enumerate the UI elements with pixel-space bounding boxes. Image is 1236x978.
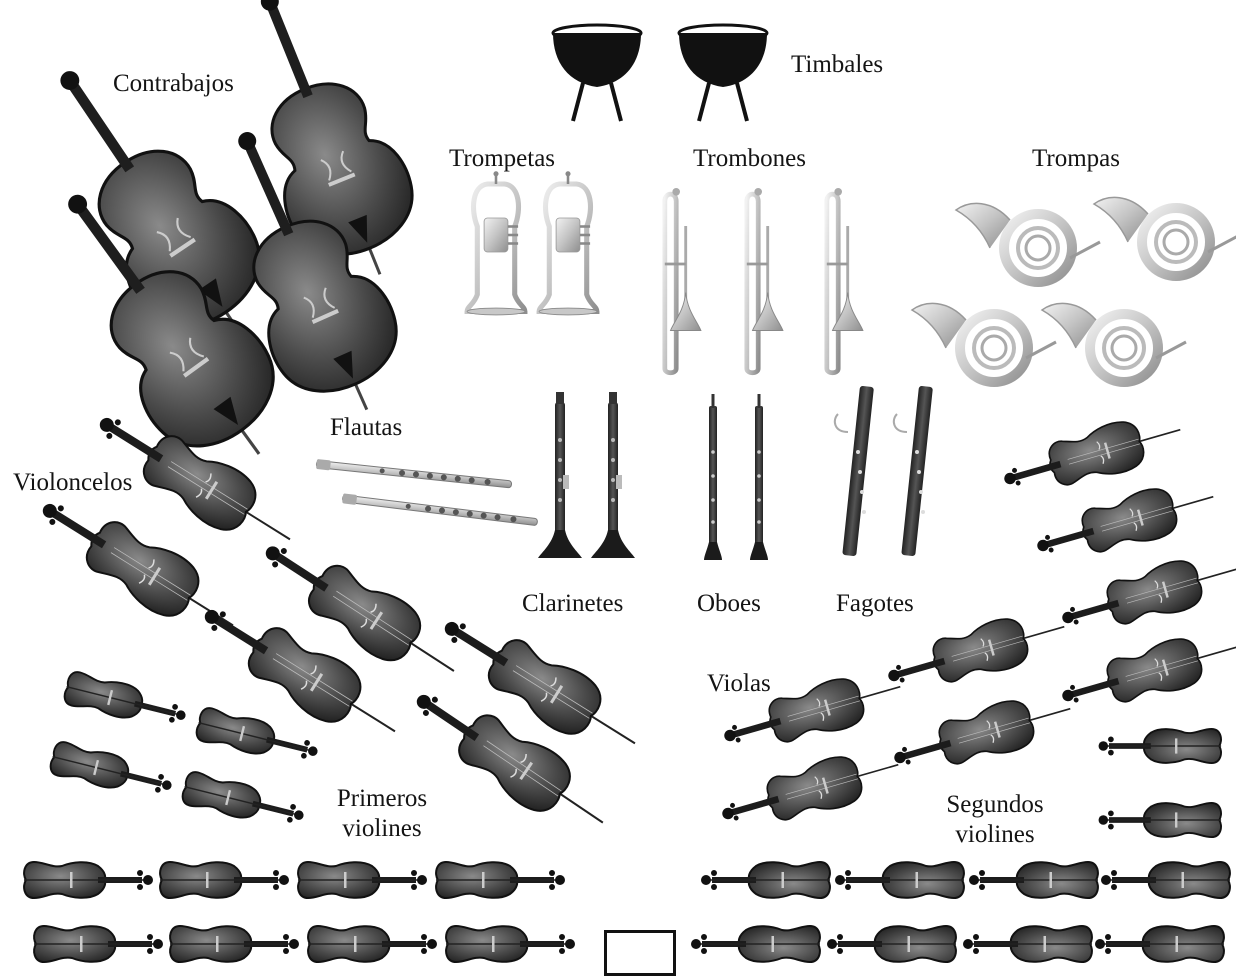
label-primeros-line2: violines: [322, 814, 442, 844]
violin: [691, 926, 820, 962]
label-contrabajos: Contrabajos: [113, 69, 234, 99]
violin: [1099, 729, 1222, 763]
flute: [316, 459, 512, 489]
horn-group: [912, 197, 1236, 382]
label-segundos-violines: Segundos violines: [935, 790, 1055, 850]
viola: [716, 741, 906, 839]
label-segundos-line1: Segundos: [935, 790, 1055, 820]
violin: [34, 926, 163, 962]
violin: [1095, 926, 1224, 962]
timpani-group: [553, 25, 767, 121]
first-violin-group: [48, 670, 321, 833]
trumpet: [539, 171, 597, 315]
viola-group: [716, 406, 1236, 839]
viola: [888, 685, 1078, 783]
bassoon: [835, 386, 874, 557]
french-horn: [912, 303, 1056, 382]
violin: [701, 862, 830, 898]
clarinet-group: [538, 392, 635, 558]
violin: [194, 706, 321, 769]
violin: [298, 862, 427, 898]
flute: [342, 493, 538, 527]
label-trompas: Trompas: [1032, 144, 1120, 174]
label-trombones: Trombones: [693, 144, 806, 174]
french-horn: [1042, 303, 1186, 382]
viola: [1056, 545, 1236, 643]
timpani: [679, 25, 767, 121]
oboe-group: [704, 394, 768, 560]
clarinet: [591, 392, 635, 558]
violin: [446, 926, 575, 962]
trombone: [665, 188, 701, 373]
second-violin-group: [1099, 729, 1222, 837]
first-violin-rows: [24, 862, 575, 962]
violin: [1099, 803, 1222, 837]
trombone: [747, 188, 783, 373]
violin: [436, 862, 565, 898]
second-violin-rows: [691, 862, 1230, 962]
viola: [1031, 473, 1221, 571]
violin: [62, 670, 189, 733]
label-fagotes: Fagotes: [836, 589, 914, 619]
timpani: [553, 25, 641, 121]
violin: [160, 862, 289, 898]
violin: [963, 926, 1092, 962]
trombone-group: [665, 188, 863, 373]
viola: [1056, 623, 1236, 721]
label-segundos-line2: violines: [935, 820, 1055, 850]
trumpet-group: [467, 171, 597, 315]
french-horn: [1094, 197, 1236, 276]
violin: [1101, 862, 1230, 898]
flute-group: [316, 459, 538, 527]
violin: [48, 740, 175, 803]
label-oboes: Oboes: [697, 589, 761, 619]
oboe: [704, 394, 722, 560]
bassoon: [894, 386, 933, 557]
violin: [835, 862, 964, 898]
label-violas: Violas: [707, 669, 771, 699]
trumpet: [467, 171, 525, 315]
violin: [969, 862, 1098, 898]
oboe: [750, 394, 768, 560]
label-clarinetes: Clarinetes: [522, 589, 623, 619]
label-primeros-line1: Primeros: [322, 784, 442, 814]
label-trompetas: Trompetas: [449, 144, 555, 174]
clarinet: [538, 392, 582, 558]
label-flautas: Flautas: [330, 413, 402, 443]
bassoon-group: [835, 386, 933, 557]
french-horn: [956, 203, 1100, 282]
violin: [24, 862, 153, 898]
trombone: [827, 188, 863, 373]
conductor-podium: [604, 930, 676, 976]
violin: [170, 926, 299, 962]
violin: [827, 926, 956, 962]
violin: [308, 926, 437, 962]
violin: [180, 770, 307, 833]
label-timbales: Timbales: [791, 50, 883, 80]
label-primeros-violines: Primeros violines: [322, 784, 442, 844]
label-violoncelos: Violoncelos: [13, 468, 132, 498]
